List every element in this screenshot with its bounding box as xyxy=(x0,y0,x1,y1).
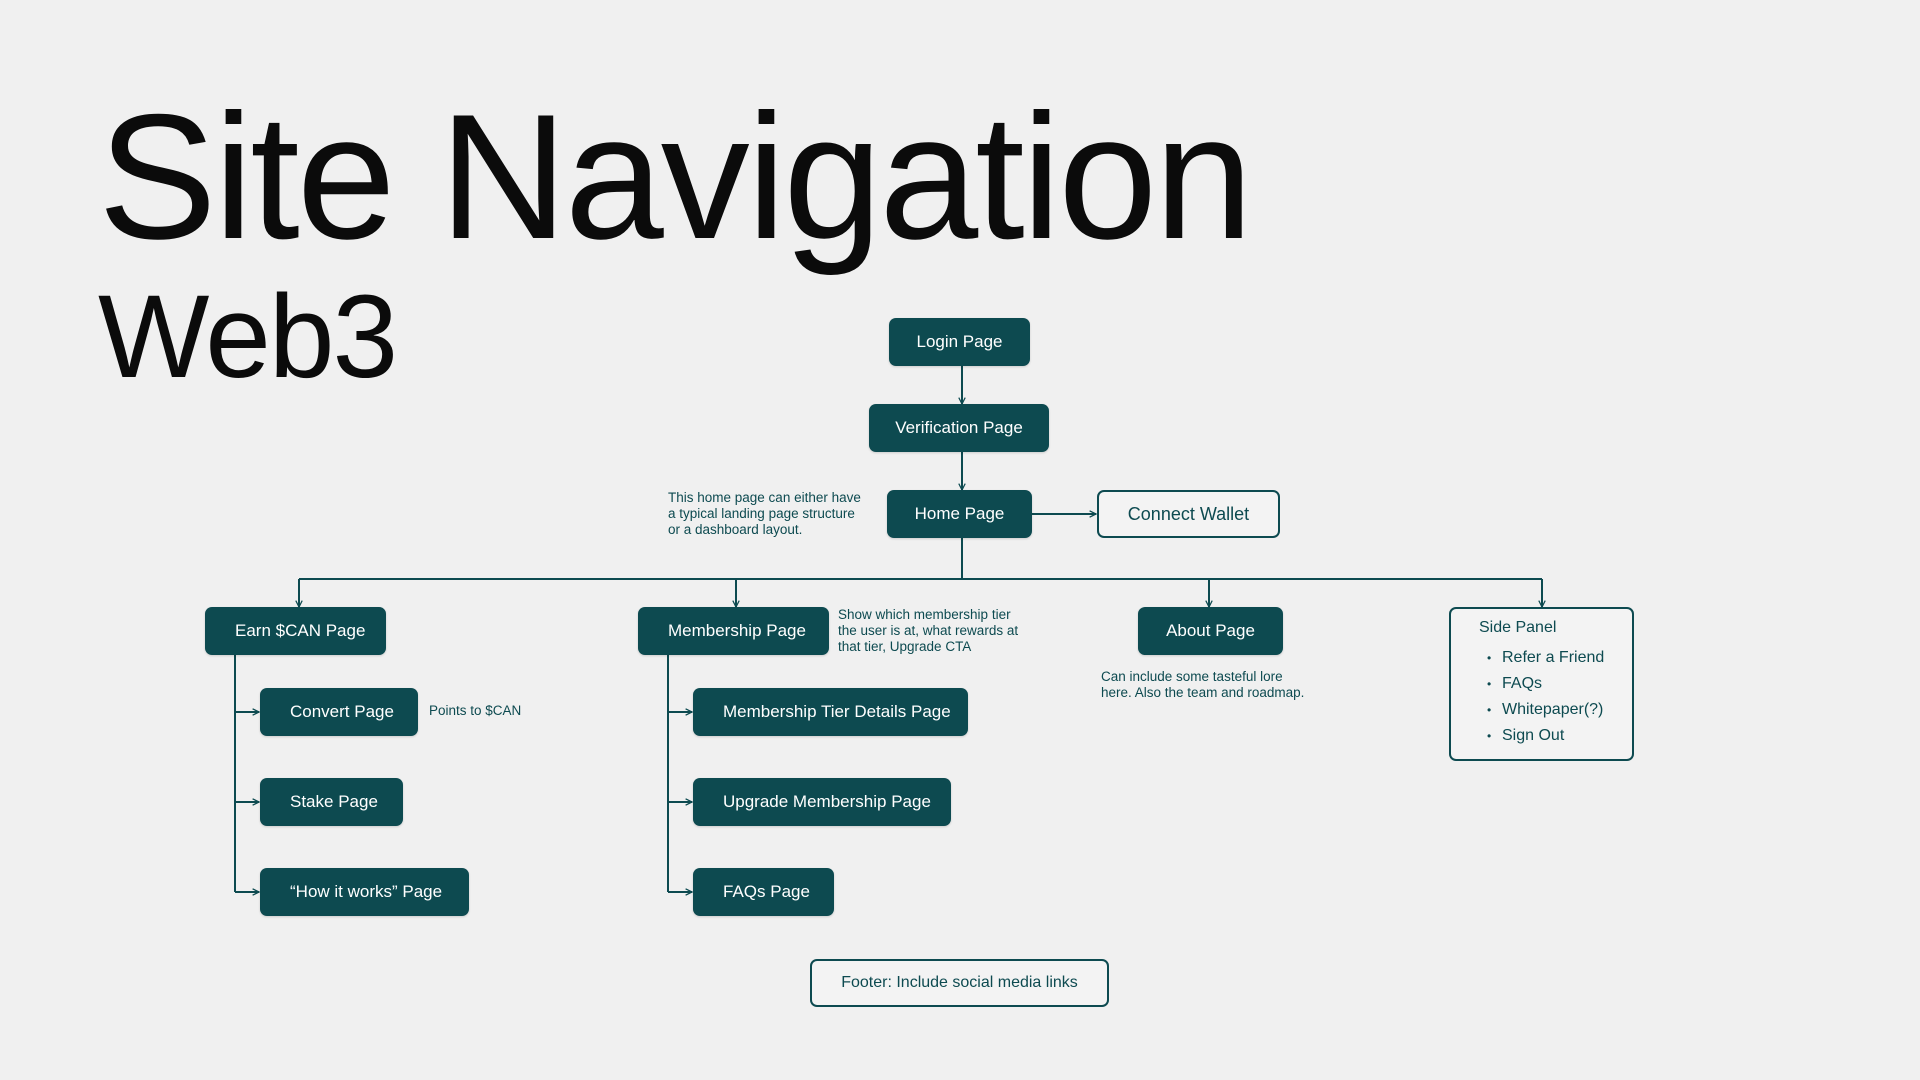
bullet-icon: • xyxy=(1487,651,1492,665)
login-page-node: Login Page xyxy=(889,318,1030,366)
page-title: Site Navigation xyxy=(98,77,1253,276)
side-panel-item: • FAQs xyxy=(1487,671,1632,697)
side-panel-item: • Whitepaper(?) xyxy=(1487,697,1632,723)
about-page-note-line: here. Also the team and roadmap. xyxy=(1101,685,1305,700)
membership-page-note: Show which membership tier the user is a… xyxy=(838,607,1058,655)
side-panel-item: • Sign Out xyxy=(1487,723,1632,749)
home-page-note: This home page can either have a typical… xyxy=(668,490,888,538)
side-panel-item-label: Refer a Friend xyxy=(1502,649,1605,666)
side-panel-item: • Refer a Friend xyxy=(1487,645,1632,671)
side-panel-list: • Refer a Friend • FAQs • Whitepaper(?) • Si… xyxy=(1479,645,1632,749)
about-page-node: About Page xyxy=(1138,607,1283,655)
home-page-note-line: This home page can either have xyxy=(668,490,861,505)
bullet-icon: • xyxy=(1487,729,1492,743)
upgrade-membership-page-node: Upgrade Membership Page xyxy=(693,778,951,826)
convert-page-note: Points to $CAN xyxy=(429,703,522,718)
bullet-icon: • xyxy=(1487,677,1492,691)
how-it-works-page-node: “How it works” Page xyxy=(260,868,469,916)
side-panel-node: Side Panel • Refer a Friend • FAQs • Whitep… xyxy=(1449,607,1634,761)
side-panel-title: Side Panel xyxy=(1479,619,1557,636)
about-page-note: Can include some tasteful lore here. Als… xyxy=(1101,669,1331,701)
about-page-note-line: Can include some tasteful lore xyxy=(1101,669,1283,684)
stake-page-node: Stake Page xyxy=(260,778,403,826)
membership-page-note-line: that tier, Upgrade CTA xyxy=(838,639,972,654)
connect-wallet-node: Connect Wallet xyxy=(1097,490,1280,538)
membership-tier-details-page-node: Membership Tier Details Page xyxy=(693,688,968,736)
home-page-note-line: a typical landing page structure xyxy=(668,506,855,521)
home-page-note-line: or a dashboard layout. xyxy=(668,522,803,537)
home-page-node: Home Page xyxy=(887,490,1032,538)
bullet-icon: • xyxy=(1487,703,1492,717)
membership-page-note-line: the user is at, what rewards at xyxy=(838,623,1019,638)
side-panel-item-label: Sign Out xyxy=(1502,727,1565,744)
faqs-page-node: FAQs Page xyxy=(693,868,834,916)
convert-page-node: Convert Page xyxy=(260,688,418,736)
verification-page-node: Verification Page xyxy=(869,404,1049,452)
membership-page-note-line: Show which membership tier xyxy=(838,607,1011,622)
membership-page-node: Membership Page xyxy=(638,607,829,655)
side-panel-item-label: Whitepaper(?) xyxy=(1502,701,1604,718)
footer-node: Footer: Include social media links xyxy=(810,959,1109,1007)
page-subtitle: Web3 xyxy=(98,271,398,403)
side-panel-item-label: FAQs xyxy=(1502,675,1543,692)
earn-can-page-node: Earn $CAN Page xyxy=(205,607,386,655)
